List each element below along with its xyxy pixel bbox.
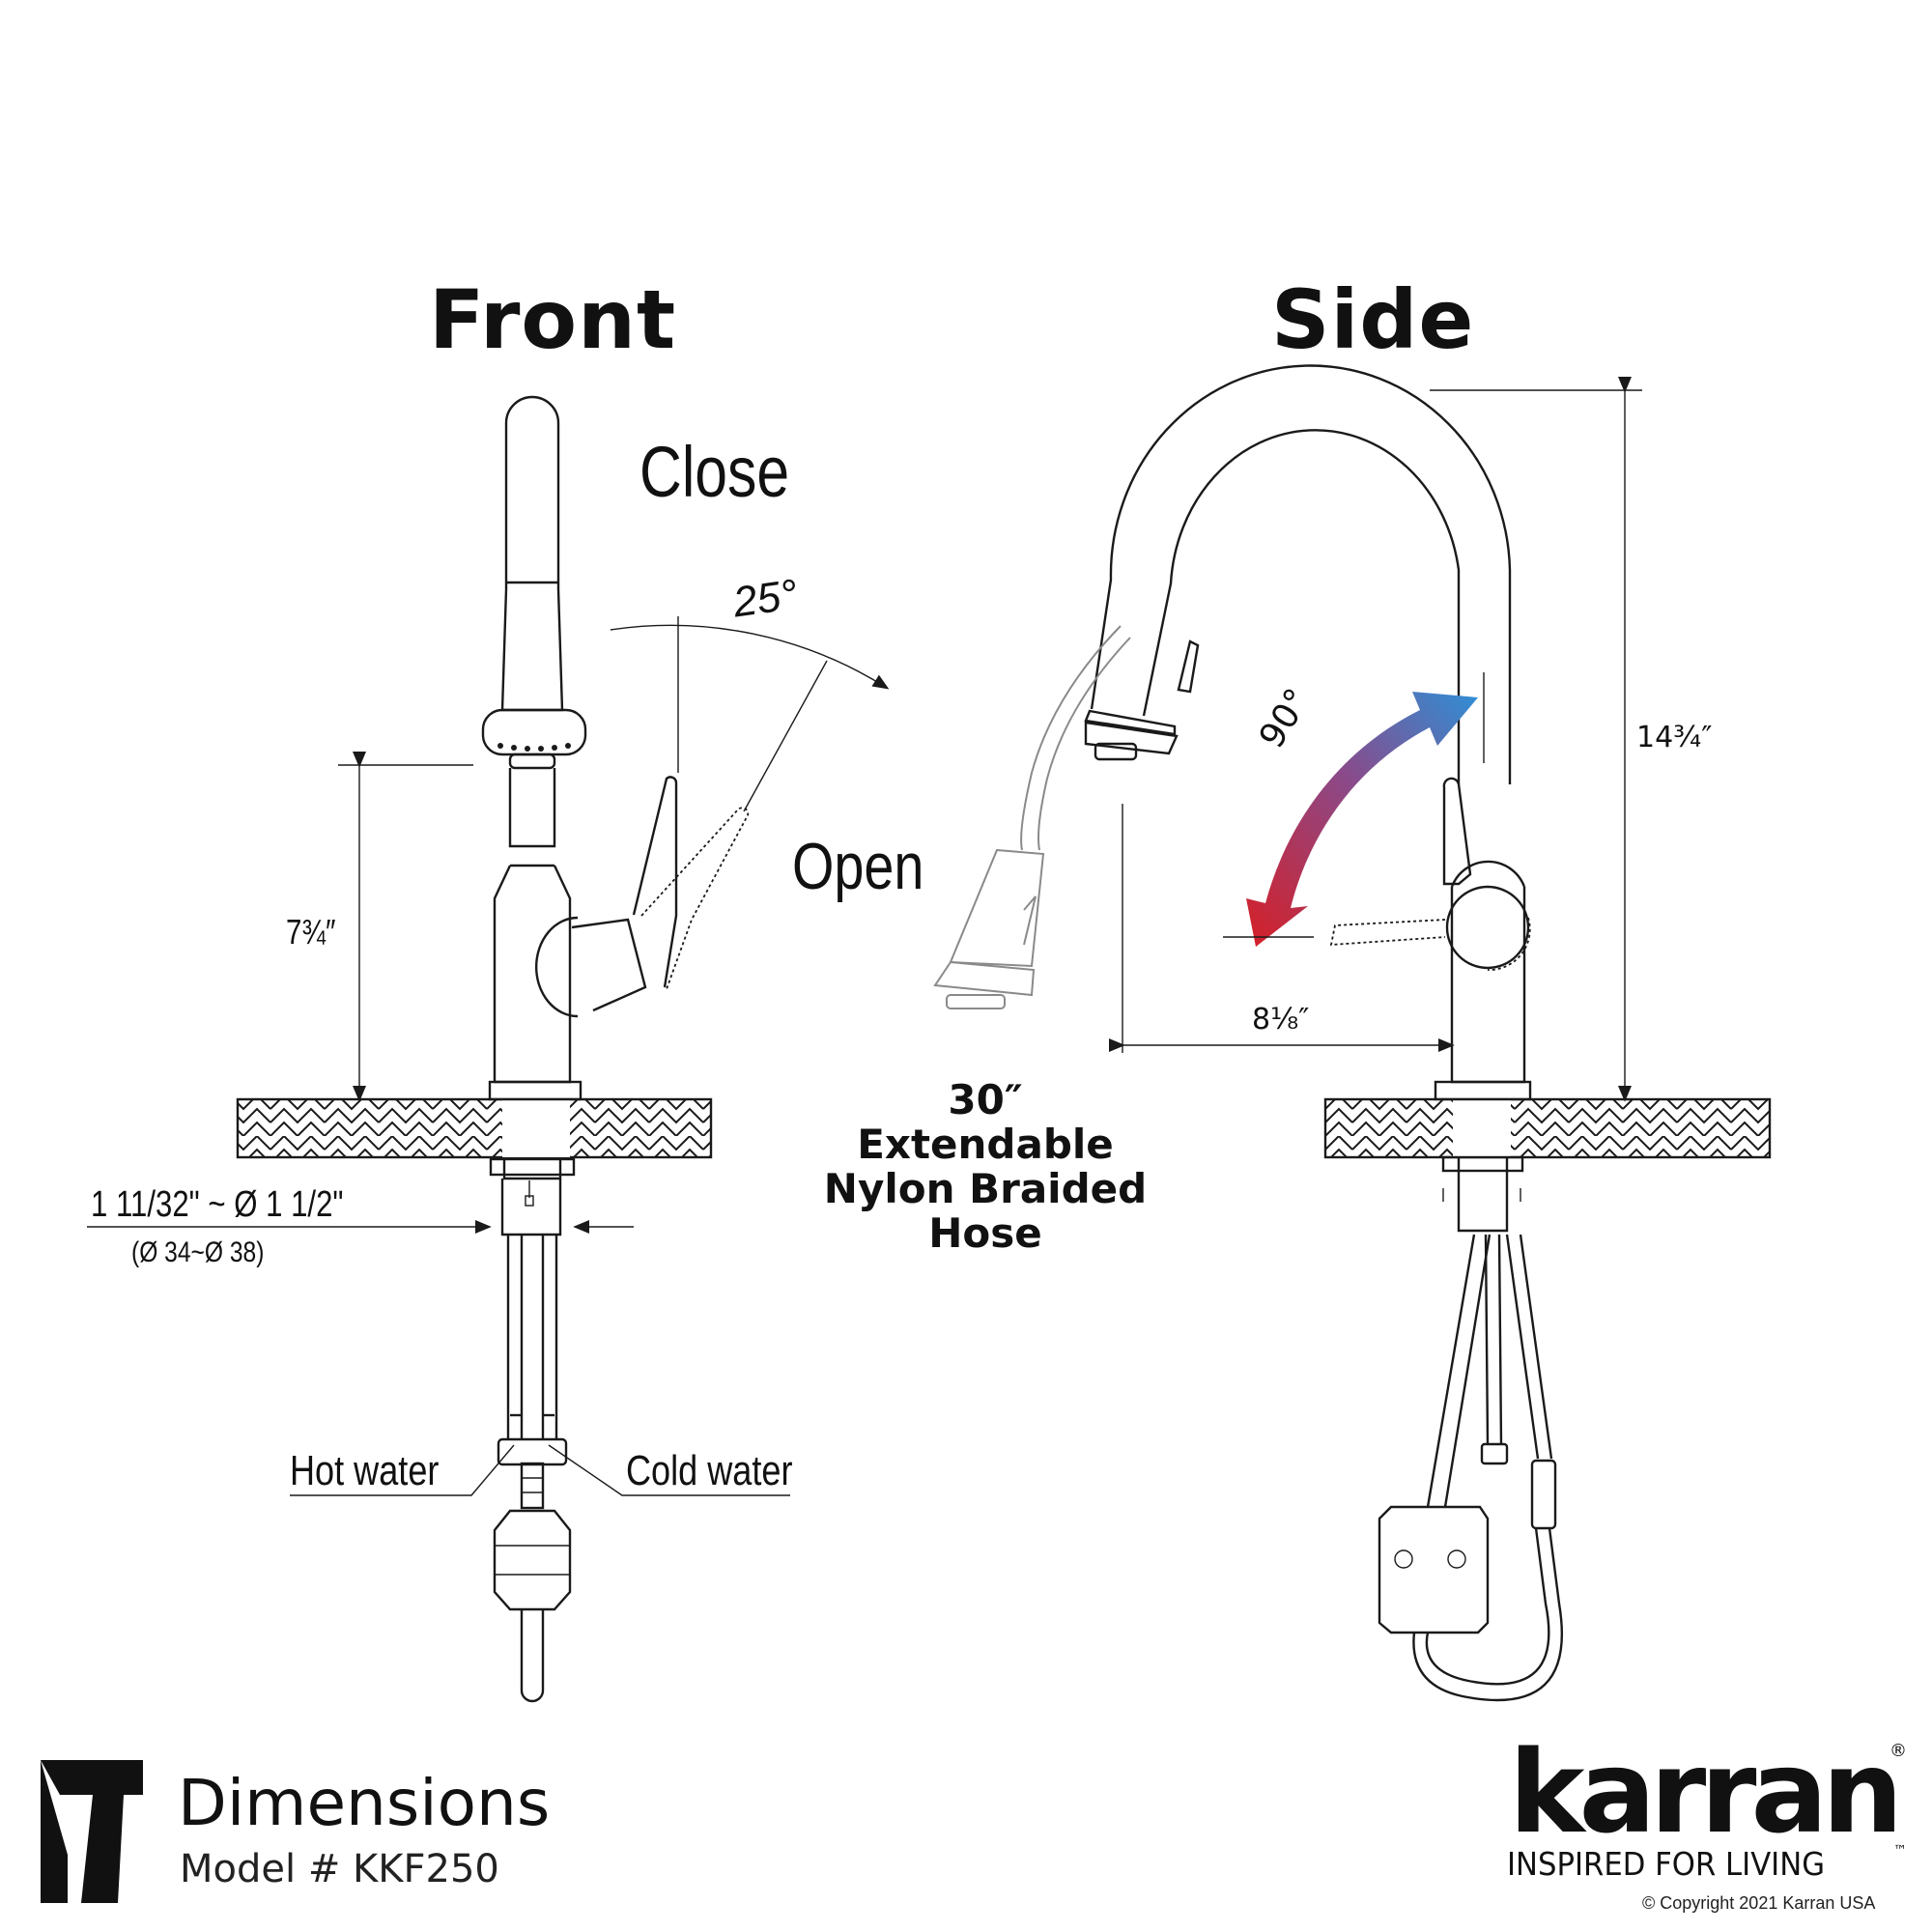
cold-water-label: Cold water [626, 1447, 793, 1494]
side-view-title: Side [1271, 272, 1475, 367]
brand-mark-icon [41, 1760, 143, 1903]
close-label: Close [639, 432, 790, 512]
hot-water-label: Hot water [290, 1447, 440, 1494]
swing-arrow-icon [1246, 692, 1478, 947]
front-view [87, 395, 890, 1703]
hose-label: 30″ Extendable Nylon Braided Hose [821, 1078, 1150, 1256]
side-view [933, 364, 1772, 1702]
front-angle-label: 25° [730, 570, 801, 627]
dimensions-heading: Dimensions [178, 1766, 551, 1840]
hose-label-line-2: Nylon Braided [823, 1165, 1148, 1212]
side-reach-label: 8⅛″ [1252, 1003, 1310, 1037]
hole-size-mm-label: (Ø 34~Ø 38) [131, 1236, 265, 1268]
tagline: INSPIRED FOR LIVING [1507, 1845, 1825, 1883]
trademark: ™ [1893, 1843, 1907, 1859]
front-countertop [236, 1097, 713, 1159]
front-height-label: 7¾″ [286, 912, 336, 952]
side-height-label: 14¾″ [1636, 721, 1713, 754]
hose-label-line-1: 30″ Extendable [857, 1076, 1114, 1168]
hole-size-label: 1 11/32" ~ Ø 1 1/2" [91, 1184, 344, 1225]
open-label: Open [792, 830, 924, 903]
model-number: Model # KKF250 [180, 1847, 499, 1891]
front-view-title: Front [429, 272, 677, 367]
registered-mark: ® [1889, 1741, 1907, 1761]
brand-logo: karran [1509, 1725, 1903, 1859]
copyright: © Copyright 2021 Karran USA [1642, 1893, 1876, 1913]
side-countertop [1323, 1097, 1772, 1159]
hose-label-line-3: Hose [928, 1209, 1042, 1257]
